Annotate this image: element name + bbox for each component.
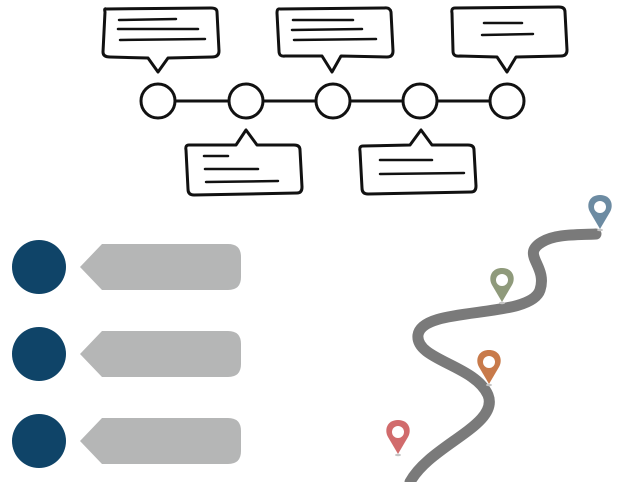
timeline-node-4	[401, 82, 439, 120]
callout-text-1	[116, 17, 207, 42]
timeline-node-1	[139, 82, 177, 120]
road-path	[404, 228, 602, 482]
list-tag	[80, 331, 241, 377]
list-item	[0, 236, 260, 296]
list-tag	[80, 418, 241, 464]
list-bullet	[12, 327, 66, 381]
callout-bubble-1	[101, 6, 221, 74]
winding-road	[386, 195, 612, 482]
list-item	[0, 323, 260, 383]
callout-bubble-3	[275, 6, 395, 74]
timeline-node-3	[314, 82, 352, 120]
location-pin-icon	[386, 420, 410, 457]
callout-text-4	[378, 158, 466, 176]
item-list	[0, 236, 260, 482]
timeline-diagram	[101, 5, 569, 197]
list-bullet	[12, 240, 66, 294]
timeline-node-2	[227, 82, 265, 120]
callout-text-3	[290, 18, 378, 42]
location-pin-icon	[477, 350, 501, 387]
callout-bubble-5	[450, 5, 569, 74]
callout-text-2	[202, 154, 280, 184]
callout-bubble-2	[184, 128, 304, 197]
list-item	[0, 410, 260, 470]
timeline-node-5	[488, 82, 526, 120]
list-bullet	[12, 414, 66, 468]
callout-bubble-4	[358, 128, 478, 196]
callout-text-5	[480, 21, 535, 37]
location-pin-icon	[490, 268, 514, 305]
list-tag	[80, 244, 241, 290]
location-pin-icon	[588, 195, 612, 232]
